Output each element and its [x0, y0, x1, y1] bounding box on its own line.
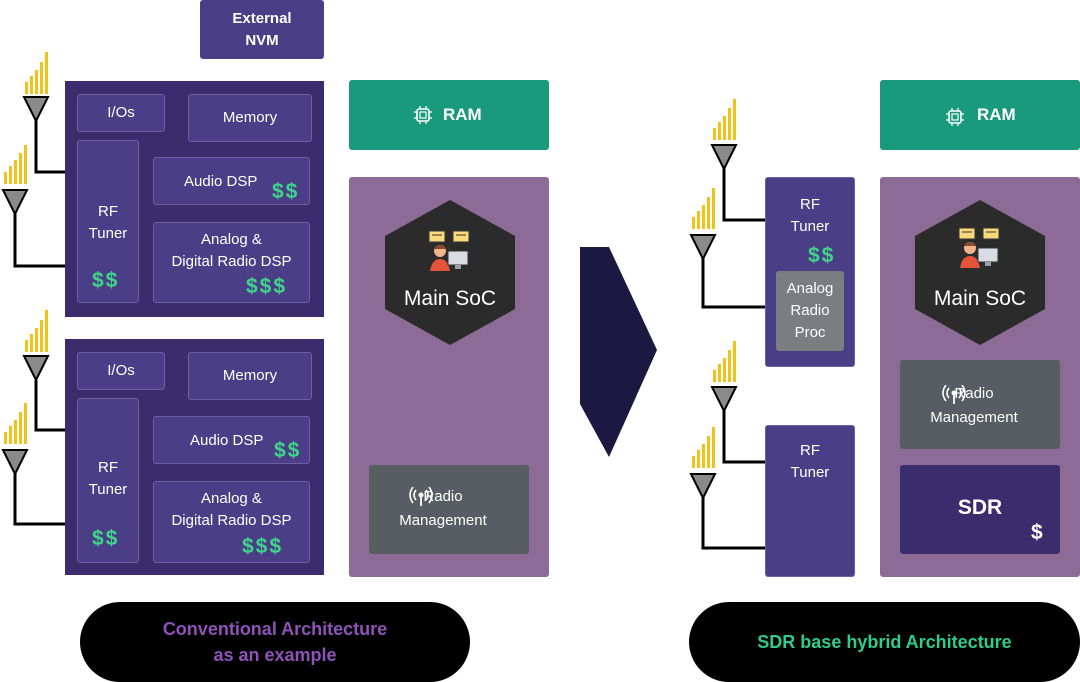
memory-box: Memory — [188, 94, 312, 142]
main-soc-hexagon — [385, 200, 515, 345]
rf-tuner-cost: $$ — [92, 269, 120, 292]
engineer-at-computer-icon — [958, 227, 1000, 268]
engineer-at-computer-icon — [428, 230, 470, 271]
sdr-label: SDR — [957, 496, 1003, 519]
radio-signal-icon — [942, 385, 966, 404]
rf-tuner-box: RF Tuner $$ — [77, 398, 139, 563]
antenna-icon — [689, 188, 717, 262]
analog-digital-dsp-cost: $$$ — [246, 275, 288, 298]
rf-tuner-cost: $$ — [808, 244, 836, 267]
radio-management-box: Radio Management — [369, 465, 529, 554]
radio-management-box: Radio Management — [900, 360, 1060, 449]
analog-digital-dsp-cost: $$$ — [242, 535, 284, 558]
ram-block: RAM — [880, 80, 1080, 150]
ram-block: RAM — [349, 80, 549, 150]
audio-dsp-cost: $$ — [272, 180, 300, 203]
analog-digital-dsp-box: Analog & Digital Radio DSP $$$ — [153, 222, 310, 303]
antenna-icon — [22, 52, 50, 124]
analog-digital-dsp-label: Analog & Digital Radio DSP — [171, 231, 292, 270]
rf-tuner-label: RF Tuner — [790, 196, 830, 235]
antenna-icon — [710, 99, 738, 172]
radio-management-label: Radio Management — [399, 488, 487, 529]
ram-label: RAM — [443, 105, 482, 124]
rf-tuner-box: RF Tuner $$ — [77, 140, 139, 303]
main-soc-label: Main SoC — [933, 287, 1027, 310]
antenna-icon — [710, 341, 738, 414]
rf-tuner-label: RF Tuner — [88, 459, 128, 498]
analog-digital-dsp-box: Analog & Digital Radio DSP $$$ — [153, 481, 310, 563]
audio-dsp-box: Audio DSP $$ — [153, 416, 310, 464]
audio-dsp-label: Audio DSP — [184, 173, 258, 190]
sdr-rf-tuner-2: RF Tuner — [765, 425, 855, 577]
sdr-cost: $ — [1031, 521, 1043, 544]
chip-icon — [414, 106, 432, 124]
main-soc-label: Main SoC — [403, 287, 497, 310]
audio-dsp-box: Audio DSP $$ — [153, 157, 310, 205]
audio-dsp-label: Audio DSP — [190, 432, 264, 449]
right-arrow-icon — [580, 247, 657, 457]
radio-management-label: Radio Management — [930, 385, 1018, 426]
main-soc-hexagon — [915, 200, 1045, 345]
antenna-icon — [1, 145, 29, 217]
antenna-icon — [1, 403, 29, 477]
rf-tuner-label: RF Tuner — [790, 442, 830, 481]
external-nvm: External NVM — [200, 0, 324, 59]
antenna-icon — [689, 427, 717, 501]
rf-tuner-cost: $$ — [92, 527, 120, 550]
audio-dsp-cost: $$ — [274, 439, 302, 462]
radio-signal-icon — [409, 487, 433, 506]
ios-box: I/Os — [77, 352, 165, 390]
memory-box: Memory — [188, 352, 312, 400]
analog-digital-dsp-label: Analog & Digital Radio DSP — [171, 490, 292, 529]
analog-radio-proc-box: Analog Radio Proc — [776, 271, 844, 351]
ios-box: I/Os — [77, 94, 165, 132]
rf-tuner-label: RF Tuner — [88, 203, 128, 242]
chip-icon — [946, 108, 964, 126]
conventional-caption: Conventional Architecture as an example — [80, 602, 470, 682]
sdr-block: SDR $ — [900, 465, 1060, 554]
sdr-caption: SDR base hybrid Architecture — [689, 602, 1080, 682]
ram-label: RAM — [977, 105, 1016, 124]
antenna-icon — [22, 310, 50, 383]
